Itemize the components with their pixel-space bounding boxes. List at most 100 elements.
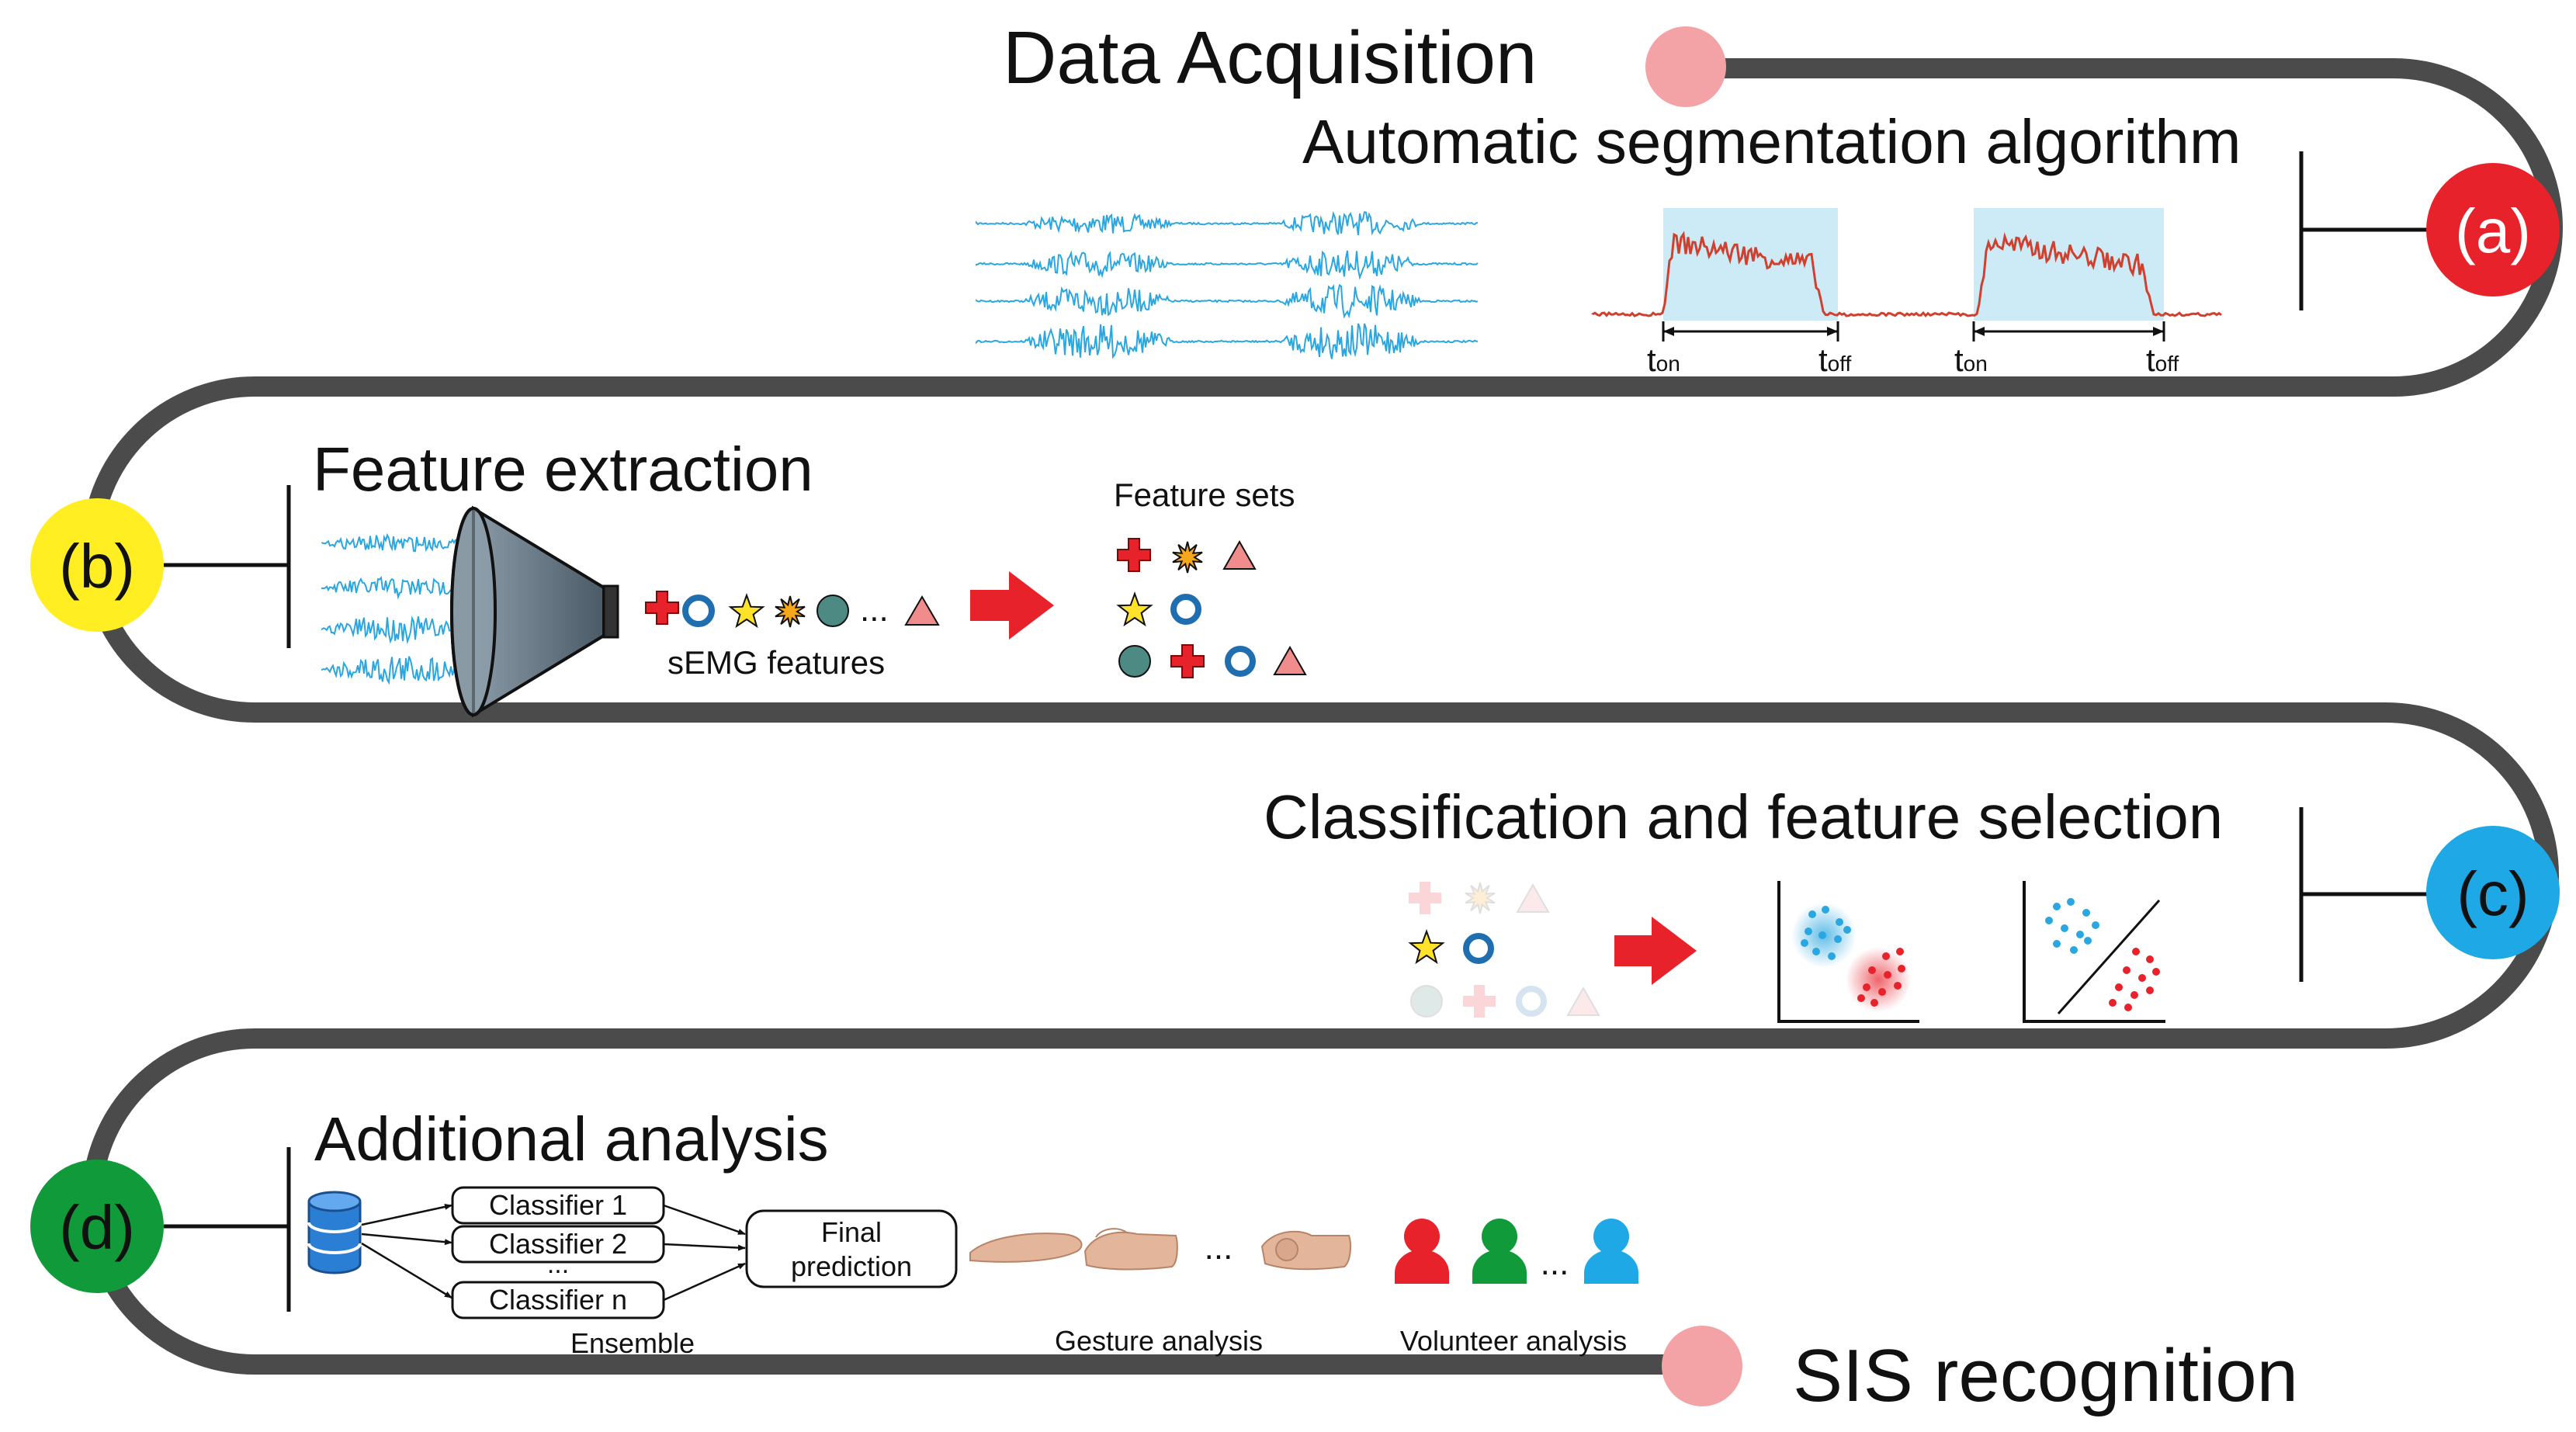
classifier-n-label: Classifier n bbox=[489, 1284, 627, 1316]
emg-channel-trace bbox=[321, 615, 473, 645]
hand-gesture-icon bbox=[1260, 1230, 1351, 1271]
emg-channel-trace bbox=[976, 323, 1479, 359]
scatter-point bbox=[1882, 952, 1890, 960]
scatter-point bbox=[2070, 946, 2078, 954]
person-icon bbox=[1472, 1219, 1527, 1284]
selected-features bbox=[1408, 882, 1600, 1018]
stage-a-badge bbox=[2426, 163, 2560, 296]
gesture-analysis: ... Gesture analysis bbox=[969, 1228, 1351, 1357]
red-arrow-icon bbox=[1614, 917, 1697, 985]
scatter-point bbox=[1878, 988, 1886, 996]
scatter-point bbox=[1812, 948, 1820, 955]
scatter-point bbox=[1898, 965, 1905, 973]
red-arrow-icon bbox=[970, 571, 1054, 640]
stage-a-heading: Automatic segmentation algorithm bbox=[1302, 107, 2241, 176]
feature-ellipsis: ... bbox=[860, 591, 889, 629]
scatter-point bbox=[1863, 983, 1870, 991]
ensemble-caption: Ensemble bbox=[570, 1327, 695, 1359]
raw-emg-signals bbox=[976, 210, 1479, 359]
feature-sets-title: Feature sets bbox=[1114, 477, 1295, 513]
stage-d-badge bbox=[30, 1160, 164, 1293]
yellow-star-icon bbox=[1408, 929, 1445, 965]
gesture-ellipsis: ... bbox=[1205, 1229, 1233, 1267]
yellow-star-icon bbox=[1116, 591, 1153, 627]
classifier-2-label: Classifier 2 bbox=[489, 1228, 627, 1260]
scatter-point bbox=[1822, 906, 1829, 914]
pink-triangle-icon bbox=[1516, 882, 1550, 913]
decision-boundary bbox=[2057, 900, 2161, 1014]
scatter-point bbox=[1818, 931, 1826, 939]
red-cross-icon bbox=[1117, 538, 1151, 572]
extracted-features: ... sEMG features bbox=[645, 591, 940, 681]
pink-triangle-icon bbox=[1222, 539, 1257, 570]
funnel-icon bbox=[450, 505, 619, 718]
scatter-point bbox=[2076, 931, 2084, 938]
segment-window-1 bbox=[1663, 208, 1838, 321]
scatter-point bbox=[2082, 909, 2090, 917]
stage-b-badge-label: (b) bbox=[59, 532, 135, 601]
scatter-point bbox=[1828, 952, 1836, 960]
volunteer-ellipsis: ... bbox=[1541, 1244, 1569, 1282]
stage-d-heading: Additional analysis bbox=[314, 1104, 829, 1174]
red-cross-icon bbox=[1463, 985, 1496, 1018]
scatter-point bbox=[1836, 918, 1843, 926]
scatter-point bbox=[1870, 999, 1878, 1007]
teal-circle-icon bbox=[1118, 645, 1151, 678]
orange-burst-icon bbox=[775, 595, 806, 628]
gesture-caption: Gesture analysis bbox=[1055, 1325, 1263, 1357]
classifier-1-label: Classifier 1 bbox=[489, 1189, 627, 1221]
red-cross-icon bbox=[1170, 644, 1205, 678]
teal-circle-icon bbox=[1410, 985, 1443, 1018]
segment-window-2 bbox=[1974, 208, 2164, 321]
blue-ring-icon bbox=[682, 595, 715, 627]
scatter-point bbox=[2084, 937, 2092, 945]
segmentation-plot: ton toff ton toff bbox=[1591, 208, 2222, 378]
stage-a-badge-label: (a) bbox=[2455, 196, 2531, 265]
scatter-point bbox=[2115, 983, 2123, 991]
emg-channel-trace bbox=[976, 250, 1479, 280]
stage-b-heading: Feature extraction bbox=[313, 435, 813, 504]
emg-channel-trace bbox=[976, 210, 1479, 236]
blue-ring-icon bbox=[1463, 933, 1494, 964]
teal-circle-icon bbox=[816, 595, 849, 627]
features-caption: sEMG features bbox=[667, 644, 885, 681]
emg-channel-trace bbox=[976, 283, 1479, 319]
scatter-point bbox=[1857, 994, 1865, 1002]
scatter-point bbox=[1868, 966, 1876, 974]
scatter-point bbox=[2132, 948, 2140, 955]
stage-d-badge-label: (d) bbox=[59, 1193, 135, 1262]
blue-ring-icon bbox=[1225, 646, 1256, 677]
scatter-point bbox=[2124, 1004, 2132, 1011]
pipeline-track bbox=[81, 58, 2563, 1375]
scatter-point bbox=[1896, 948, 1904, 955]
scatter-point bbox=[2123, 966, 2130, 974]
scatter-point bbox=[2053, 940, 2061, 948]
page-title: Data Acquisition bbox=[1003, 16, 1537, 99]
scatter-point bbox=[2152, 968, 2160, 976]
scatter-point bbox=[2092, 921, 2099, 929]
yellow-star-icon bbox=[728, 593, 765, 629]
pink-triangle-icon bbox=[1273, 645, 1307, 675]
orange-burst-icon bbox=[1465, 882, 1496, 914]
emg-channel-trace bbox=[321, 656, 473, 685]
scatter-point bbox=[1843, 926, 1851, 934]
orange-burst-icon bbox=[1172, 541, 1203, 574]
start-node bbox=[1645, 26, 1726, 107]
feature-sets: Feature sets bbox=[1114, 477, 1307, 678]
database-icon bbox=[307, 1191, 362, 1274]
scatter-point bbox=[1894, 982, 1902, 990]
hand-gesture-icon bbox=[1083, 1228, 1178, 1271]
input-emg-signals bbox=[321, 532, 473, 685]
end-node bbox=[1662, 1326, 1742, 1406]
scatter-point bbox=[1801, 939, 1808, 947]
scatter-point bbox=[1884, 971, 1891, 979]
onset-label-2: ton bbox=[1954, 342, 1988, 378]
scatter-point bbox=[2138, 974, 2146, 982]
cluster-plot bbox=[1777, 881, 1919, 1023]
stage-c-badge bbox=[2426, 826, 2560, 959]
scatter-point bbox=[2109, 999, 2117, 1007]
offset-label-1: toff bbox=[1818, 342, 1852, 378]
final-prediction-line2: prediction bbox=[791, 1250, 912, 1282]
separation-plot bbox=[2023, 881, 2165, 1023]
